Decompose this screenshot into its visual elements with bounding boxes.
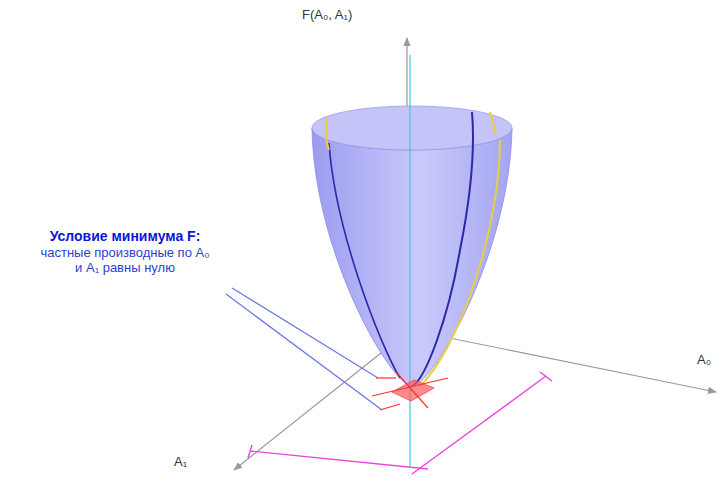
tangent-line	[376, 377, 396, 378]
projection-tick	[540, 372, 552, 381]
section-curve	[490, 112, 496, 135]
leader-line	[232, 288, 378, 378]
tangent-line	[380, 404, 400, 410]
projection-line	[250, 451, 428, 469]
a0-axis	[410, 330, 716, 392]
section-curve	[412, 112, 473, 386]
section-curve	[329, 143, 400, 378]
axis-label: A₁	[174, 455, 187, 470]
axis-label: A₀	[697, 353, 711, 368]
axis-label: F(A₀, A₁)	[302, 8, 352, 23]
section-curve	[326, 118, 329, 150]
leader-line	[226, 294, 382, 410]
section-curve	[420, 140, 500, 386]
callout-heading: Условие минимума F:	[6, 228, 244, 244]
paraboloid-surface	[312, 128, 512, 386]
tangent-line	[396, 372, 428, 408]
projection-tick	[248, 445, 252, 458]
paraboloid-rim	[312, 106, 512, 150]
projection-line	[412, 376, 546, 474]
symmetry-axis	[409, 55, 410, 468]
callout-note: частные производные по A₀ и A₁ равны нул…	[40, 246, 210, 276]
